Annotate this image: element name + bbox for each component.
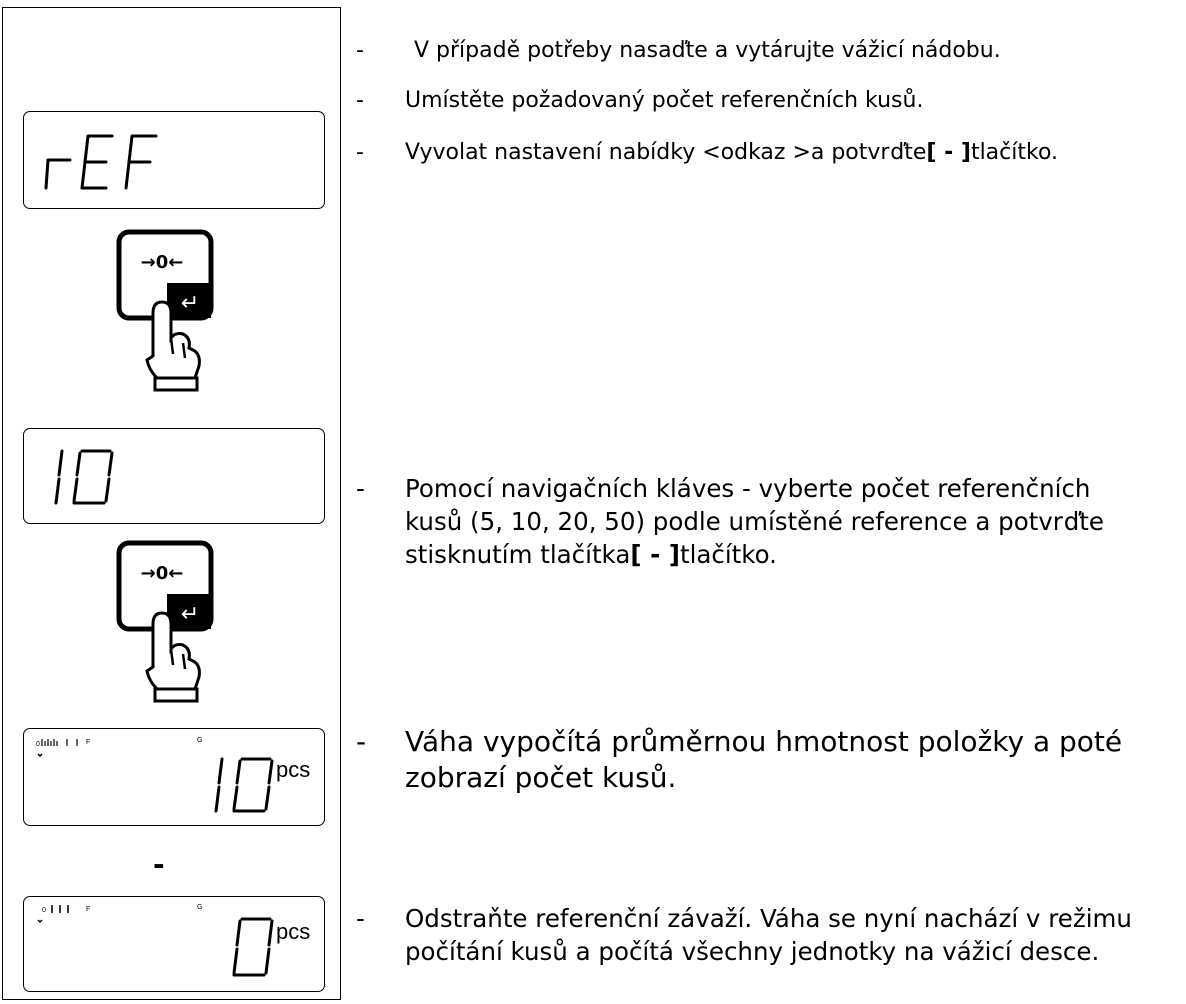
key-reference: [ - ] [926, 140, 971, 165]
key-reference: [ - ] [630, 540, 680, 569]
svg-text:0: 0 [42, 907, 46, 914]
indicator-g: G [197, 737, 203, 744]
indicator-f: F [86, 906, 91, 913]
svg-text:↵: ↵ [181, 602, 199, 627]
svg-text:↵: ↵ [181, 291, 199, 316]
unit-pcs: pcs [276, 919, 311, 944]
indicator-f: F [86, 739, 91, 746]
step-text: V případě potřeby nasaďte a vytárujte vá… [414, 38, 1001, 63]
indicator-g: G [197, 904, 203, 911]
step-bullet: - [356, 88, 364, 113]
step-bullet: - [356, 904, 365, 933]
display-ref [23, 111, 325, 209]
step-text-line: stisknutím tlačítka[ - ]tlačítko. [405, 540, 777, 569]
display-pieces-10: 0 F G pcs [23, 728, 325, 826]
step-text-line: Pomocí navigačních kláves - vyberte poče… [405, 474, 1091, 503]
display-pieces-0: 0 F G pcs [23, 896, 325, 992]
bargraph-indicator-icon: 0 [37, 905, 69, 924]
step-bullet: - [356, 725, 367, 758]
pieces-zero-segment-readout [232, 917, 274, 977]
separator-dash: - [153, 848, 165, 881]
step-text-line: počítání kusů a počítá všechny jednotky … [405, 937, 1100, 966]
ref-segment-readout [44, 134, 158, 190]
svg-text:→0←: →0← [141, 252, 184, 273]
step-bullet: - [356, 38, 364, 63]
step-text-line: zobrazí počet kusů. [405, 761, 677, 794]
step-text: Vyvolat nastavení nabídky <odkaz >a potv… [405, 140, 1059, 165]
step-bullet: - [356, 140, 364, 165]
step-text: Umístěte požadovaný počet referenčních k… [405, 88, 924, 113]
bargraph-indicator-icon: 0 [36, 739, 78, 758]
step-text-line: Odstraňte referenční závaží. Váha se nyn… [405, 904, 1132, 933]
unit-pcs: pcs [276, 757, 311, 782]
step-text-line: kusů (5, 10, 20, 50) podle umístěné refe… [405, 507, 1104, 536]
count-segment-readout [54, 449, 114, 505]
step-text-line: Váha vypočítá průměrnou hmotnost položky… [405, 725, 1123, 758]
illustration-column: →0← ↵ →0← ↵ 0 [2, 7, 341, 1000]
step-bullet: - [356, 474, 365, 503]
display-count-select [23, 428, 325, 524]
svg-text:→0←: →0← [141, 563, 184, 584]
zero-enter-key-icon: →0← ↵ [116, 229, 214, 392]
svg-text:0: 0 [36, 741, 40, 748]
zero-enter-key-icon: →0← ↵ [116, 540, 214, 703]
pieces-segment-readout [214, 757, 274, 813]
